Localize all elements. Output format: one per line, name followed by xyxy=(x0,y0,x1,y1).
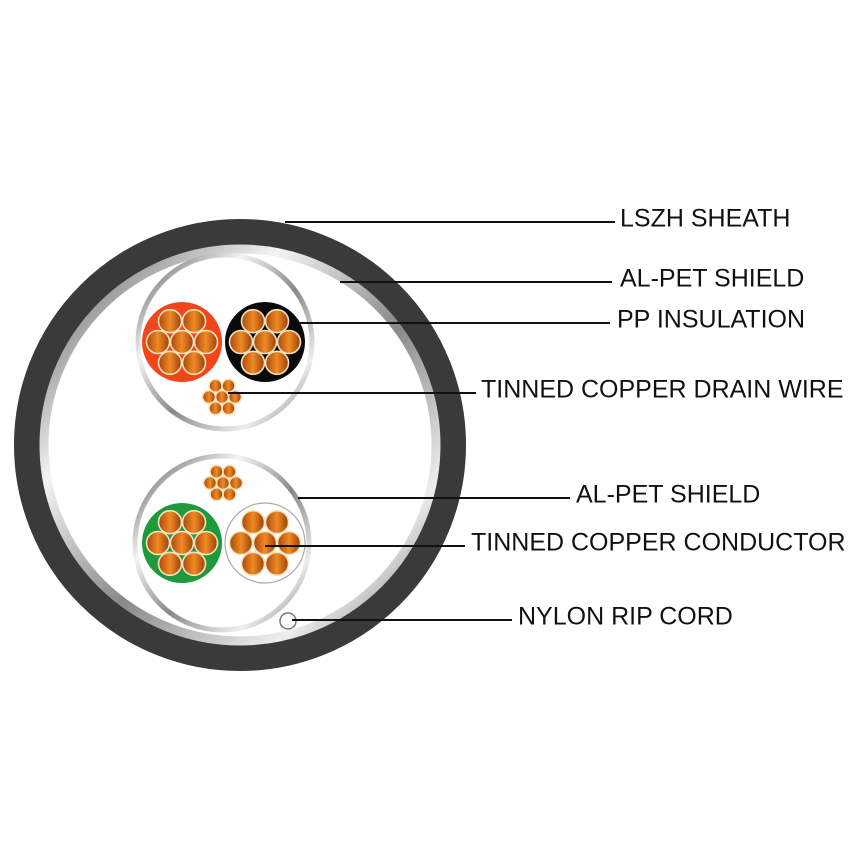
copper-strand xyxy=(145,530,171,556)
copper-strand xyxy=(208,400,223,416)
copper-strand xyxy=(252,530,278,556)
copper-strand xyxy=(222,486,237,502)
copper-strand xyxy=(264,551,290,577)
copper-strand xyxy=(193,329,219,355)
outer-al-pet-shield xyxy=(39,244,441,646)
copper-strand xyxy=(264,509,290,535)
copper-strand xyxy=(240,350,266,376)
al-pet-shield-pair-label: AL-PET SHIELD xyxy=(576,481,760,509)
copper-strand xyxy=(228,329,254,355)
copper-strand xyxy=(221,400,236,416)
copper-strand xyxy=(209,486,224,502)
copper-strand xyxy=(228,530,254,556)
drain-wire-upper xyxy=(201,378,243,416)
copper-strand xyxy=(264,350,290,376)
copper-strand xyxy=(240,551,266,577)
copper-strand xyxy=(157,308,183,334)
lszh-sheath xyxy=(14,219,466,671)
copper-strand xyxy=(181,551,207,577)
copper-strand xyxy=(264,308,290,334)
orange-insulated-core-conductor xyxy=(145,308,219,376)
black-insulated-core-conductor xyxy=(228,308,302,376)
copper-strand xyxy=(157,509,183,535)
al-pet-shield-outer-label: AL-PET SHIELD xyxy=(620,265,804,293)
copper-strand xyxy=(208,378,223,394)
copper-strand xyxy=(201,389,217,405)
lszh-sheath-label: LSZH SHEATH xyxy=(620,205,790,233)
pp-insulation-label: PP INSULATION xyxy=(617,306,805,334)
copper-strand xyxy=(202,475,218,491)
copper-strand xyxy=(169,329,195,355)
copper-strand xyxy=(228,475,244,491)
copper-strand xyxy=(181,308,207,334)
copper-strand xyxy=(169,530,195,556)
tinned-copper-conductor-label: TINNED COPPER CONDUCTOR xyxy=(471,529,846,557)
copper-strand xyxy=(193,530,219,556)
copper-strand xyxy=(240,509,266,535)
copper-strand xyxy=(145,329,171,355)
green-insulated-core-conductor xyxy=(145,509,219,577)
copper-strand xyxy=(222,464,237,480)
copper-strand xyxy=(252,329,278,355)
copper-strand xyxy=(181,350,207,376)
copper-strand xyxy=(157,551,183,577)
copper-strand xyxy=(221,378,236,394)
copper-strand xyxy=(276,329,302,355)
copper-strand xyxy=(276,530,302,556)
tinned-copper-drain-wire-label: TINNED COPPER DRAIN WIRE xyxy=(481,376,844,404)
copper-strand xyxy=(209,464,224,480)
copper-strand xyxy=(157,350,183,376)
copper-strand xyxy=(181,509,207,535)
white-insulated-core-conductor xyxy=(228,509,302,577)
copper-strand xyxy=(240,308,266,334)
drain-wire-lower xyxy=(202,464,244,502)
nylon-rip-cord-label: NYLON RIP CORD xyxy=(518,603,733,631)
